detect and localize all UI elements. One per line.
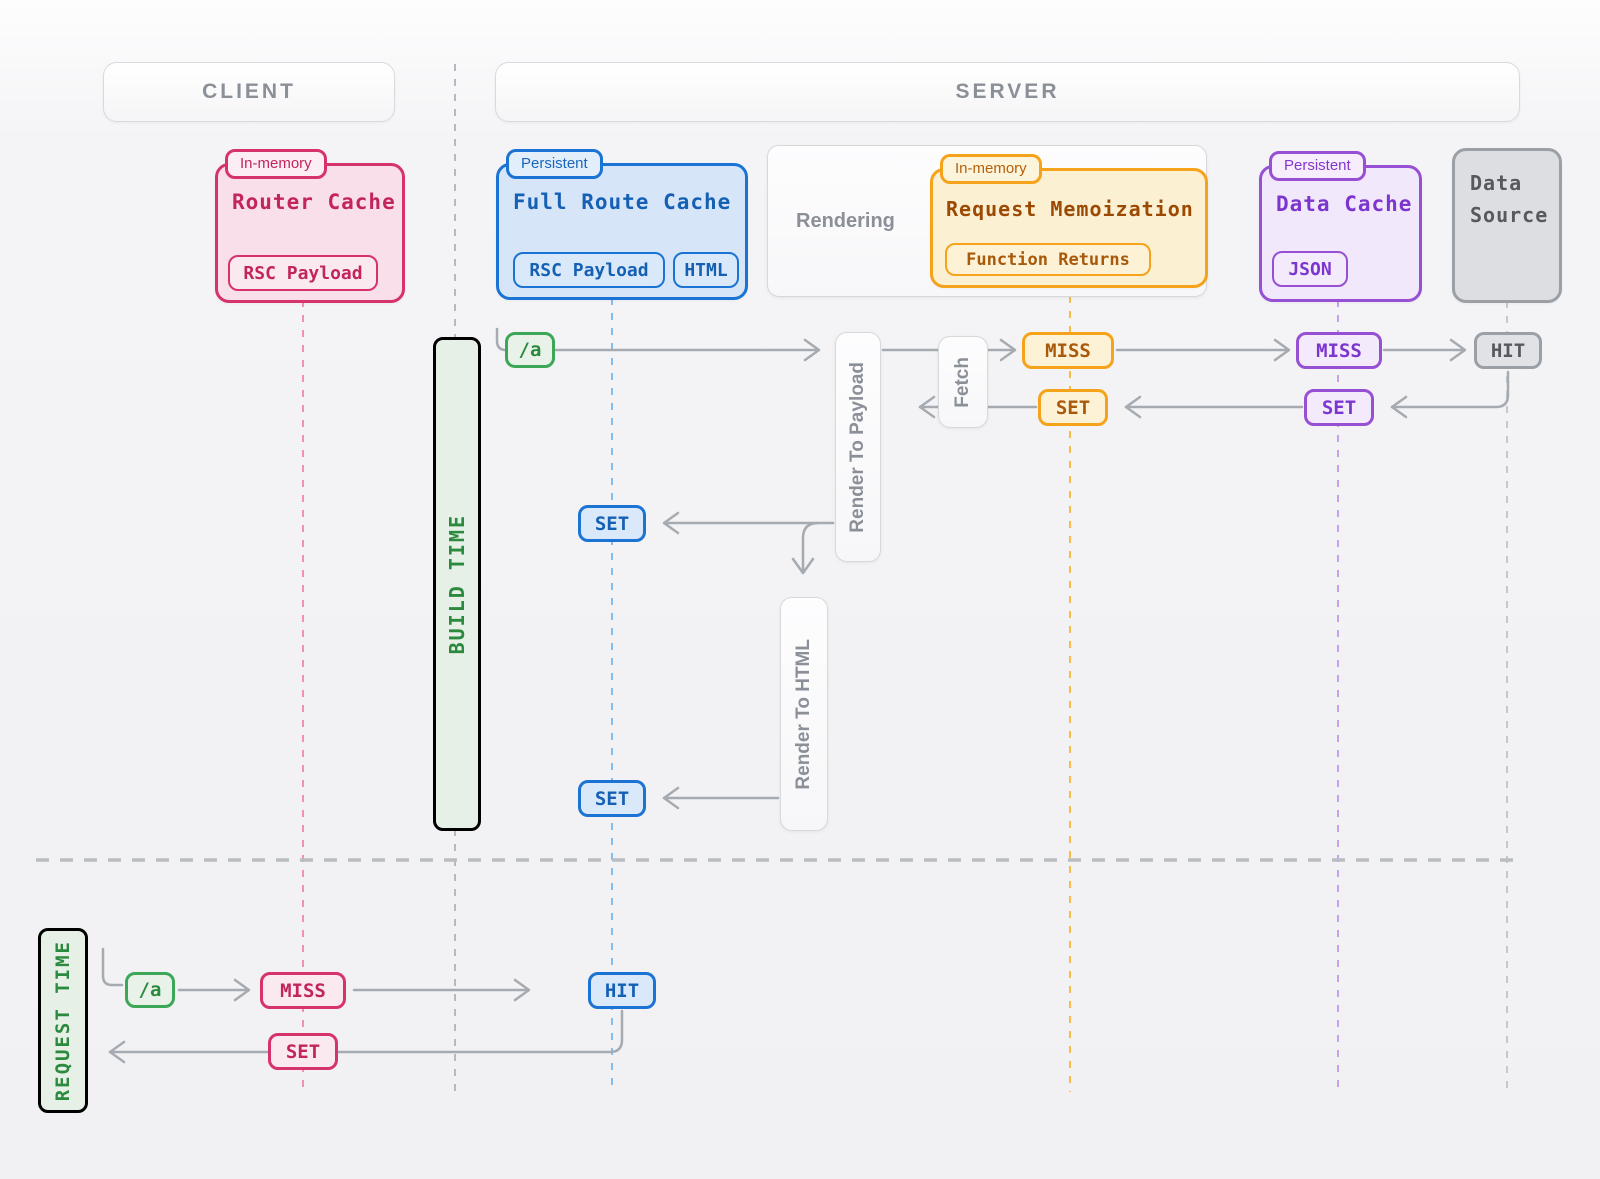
request-memoization-title: Request Memoization	[946, 197, 1194, 221]
client-header-label: CLIENT	[202, 80, 296, 103]
fetch-box: Fetch	[938, 336, 988, 428]
request-memoization-tag: In-memory	[940, 154, 1042, 184]
render-to-payload-label: Render To Payload	[847, 361, 868, 533]
request-time-label: REQUEST TIME	[52, 939, 74, 1102]
data-source-box: Data Source	[1452, 148, 1562, 303]
router-cache-title: Router Cache	[232, 190, 396, 214]
rsc-payload-badge: RSC Payload	[513, 252, 665, 288]
full-route-cache-box: Persistent Full Route Cache RSC Payload …	[496, 149, 748, 300]
rendering-label: Rendering	[796, 209, 895, 232]
build-time-label: BUILD TIME	[445, 513, 469, 655]
function-returns-badge: Function Returns	[945, 243, 1151, 276]
server-header-label: SERVER	[955, 80, 1060, 103]
server-header: SERVER	[495, 62, 1520, 122]
full-route-cache-set-badge: SET	[578, 505, 646, 542]
render-to-html-label: Render To HTML	[793, 638, 814, 790]
full-route-cache-title: Full Route Cache	[513, 190, 732, 214]
full-route-cache-tag: Persistent	[506, 149, 603, 179]
route-a-badge: /a	[505, 332, 555, 368]
data-source-title: Data Source	[1470, 171, 1549, 227]
data-cache-tag: Persistent	[1269, 151, 1366, 181]
router-cache-set-badge: SET	[268, 1033, 338, 1070]
data-cache-set-badge: SET	[1304, 389, 1374, 426]
router-cache-box: In-memory Router Cache RSC Payload	[215, 149, 405, 303]
router-cache-tag: In-memory	[225, 149, 327, 179]
request-time-bar: REQUEST TIME	[38, 928, 88, 1113]
request-memoization-set-badge: SET	[1038, 389, 1108, 426]
request-memoization-miss-badge: MISS	[1022, 332, 1114, 369]
full-route-cache-hit-badge: HIT	[588, 972, 656, 1009]
client-header: CLIENT	[103, 62, 395, 122]
html-badge: HTML	[673, 252, 739, 288]
data-cache-box: Persistent Data Cache JSON	[1259, 151, 1422, 302]
data-cache-title: Data Cache	[1276, 192, 1413, 216]
render-to-payload-box: Render To Payload	[835, 332, 881, 562]
render-to-html-box: Render To HTML	[780, 597, 828, 831]
route-a-badge-request: /a	[125, 972, 175, 1008]
router-cache-miss-badge: MISS	[260, 972, 346, 1009]
data-source-hit-badge: HIT	[1474, 332, 1542, 369]
full-route-cache-set-badge-2: SET	[578, 780, 646, 817]
request-memoization-box: In-memory Request Memoization Function R…	[930, 154, 1208, 288]
json-badge: JSON	[1272, 251, 1348, 287]
build-time-bar: BUILD TIME	[433, 337, 481, 831]
data-cache-miss-badge: MISS	[1296, 332, 1382, 369]
rsc-payload-badge: RSC Payload	[228, 255, 378, 291]
fetch-label: Fetch	[952, 356, 973, 408]
